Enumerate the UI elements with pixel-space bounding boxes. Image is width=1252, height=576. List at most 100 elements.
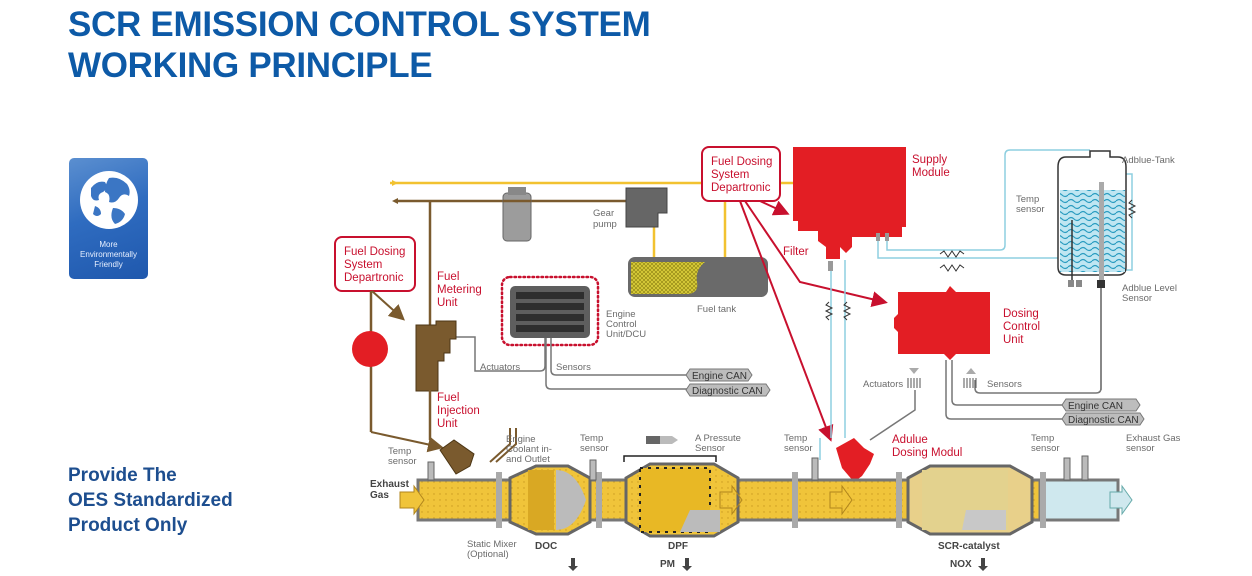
- temp-sensor-label: Temp: [1031, 433, 1054, 444]
- can-label: Engine CAN: [1068, 401, 1123, 412]
- exhaust-pipe: [399, 436, 1133, 538]
- supply-module: Supply Module Filter: [783, 147, 950, 271]
- fuel-metering-label: Unit: [437, 297, 458, 309]
- down-arrow-icon: [682, 558, 692, 571]
- heater-coil-icon: [939, 250, 965, 258]
- heater-coil-icon: [842, 301, 852, 321]
- title-line-1: SCR EMISSION CONTROL SYSTEM: [68, 5, 651, 44]
- tagline-line: Provide The: [68, 465, 177, 486]
- down-arrows: [568, 558, 988, 571]
- sensors-label: Sensors: [987, 379, 1022, 390]
- can-tag-diagnostic-left: Diagnostic CAN: [685, 383, 771, 397]
- can-tag-engine-left: Engine CAN: [685, 368, 753, 382]
- actuators-label: Actuators: [480, 362, 520, 373]
- coolant-label: and Outlet: [506, 454, 550, 465]
- temp-sensor-label: Temp: [784, 433, 807, 444]
- exhaust-sensor-label: sensor: [1126, 443, 1155, 454]
- can-label: Diagnostic CAN: [692, 386, 763, 397]
- heater-coil-icon: [939, 264, 965, 272]
- static-mixer-label: (Optional): [467, 549, 509, 560]
- down-arrow-icon: [568, 558, 578, 571]
- level-sensor-label: Adblue Level: [1122, 283, 1177, 294]
- heater-coil-icon: [1127, 199, 1137, 219]
- callout-text: Fuel Dosing: [344, 246, 405, 258]
- supply-module-label: Supply: [912, 154, 947, 166]
- tagline: Provide The OES Standardized Product Onl…: [68, 463, 233, 538]
- fuel-tank-label: Fuel tank: [697, 304, 736, 315]
- dpf-label: DPF: [668, 541, 688, 552]
- globe-icon: [80, 171, 138, 229]
- coolant-label: Engine: [506, 434, 536, 445]
- can-label: Diagnostic CAN: [1068, 415, 1139, 426]
- title-line-2: WORKING PRINCIPLE: [68, 46, 433, 85]
- callout-text: Departronic: [344, 272, 404, 284]
- fuel-metering-label: Fuel: [437, 271, 459, 283]
- environment-badge: More Environmentally Friendly: [69, 158, 148, 279]
- ecu-wiring: [446, 336, 690, 390]
- dosing-module-label: Adulue: [892, 434, 928, 446]
- fuel-injection-label: Unit: [437, 418, 458, 430]
- pressure-sensor-label: Sensor: [695, 443, 725, 454]
- doc-label: DOC: [535, 541, 557, 552]
- gear-pump-label: Gear: [593, 208, 614, 219]
- exhaust-sensor-label: Exhaust Gas: [1126, 433, 1181, 444]
- exhaust-gas-label: Gas: [370, 490, 389, 501]
- pm-label: PM: [660, 559, 675, 570]
- fuel-metering-label: Metering: [437, 284, 482, 296]
- badge-line: More: [99, 240, 118, 249]
- tagline-line: OES Standardized: [68, 490, 233, 511]
- ecu-label: Engine: [606, 309, 636, 320]
- temp-sensor-label: Temp: [580, 433, 603, 444]
- actuators-label: Actuators: [863, 379, 903, 390]
- temp-sensor-label: sensor: [580, 443, 609, 454]
- can-label: Engine CAN: [692, 371, 747, 382]
- sensor-arrow-icon: [966, 368, 976, 374]
- can-tag-diagnostic-right: Diagnostic CAN: [1061, 412, 1145, 426]
- callout-text: System: [711, 169, 749, 181]
- ecu-label: Unit/DCU: [606, 329, 646, 340]
- adblue-tank: Adblue-Tank Temp sensor Adblue Level Sen…: [1016, 150, 1177, 390]
- exhaust-gas-label: Exhaust: [370, 479, 410, 490]
- scr-label: SCR-catalyst: [938, 541, 1000, 552]
- tagline-line: Product Only: [68, 515, 188, 536]
- sensors-label: Sensors: [556, 362, 591, 373]
- nox-label: NOX: [950, 559, 972, 570]
- temp-sensor-label: Temp: [388, 446, 411, 457]
- badge-line: Friendly: [94, 260, 123, 269]
- down-arrow-icon: [978, 558, 988, 571]
- coolant-label: Coolant in-: [506, 444, 552, 455]
- ecu-label: Control: [606, 319, 637, 330]
- supply-module-label: Module: [912, 167, 950, 179]
- gear-pump: Gear pump: [593, 187, 668, 230]
- fuel-dosing-callout-top: Fuel Dosing System Departronic: [701, 146, 888, 442]
- fuel-injector: [439, 439, 475, 475]
- fuel-filter-canister: [502, 187, 532, 242]
- dcu-wiring: [869, 288, 1102, 441]
- callout-text: Fuel Dosing: [711, 156, 772, 168]
- adblue-tank-label: Adblue-Tank: [1122, 155, 1175, 166]
- dosing-control-unit: Dosing Control Unit: [894, 286, 1040, 360]
- static-mixer-label: Static Mixer: [467, 539, 517, 550]
- page-title: SCR EMISSION CONTROL SYSTEM WORKING PRIN…: [68, 4, 651, 86]
- fuel-injection-label: Injection: [437, 405, 480, 417]
- temp-sensor-label: sensor: [1031, 443, 1060, 454]
- adblue-dosing-module: [836, 438, 874, 482]
- red-indicator: [352, 331, 388, 367]
- engine-control-unit: Engine Control Unit/DCU: [500, 275, 646, 347]
- connector-pins: [907, 378, 977, 388]
- callout-text: System: [344, 259, 382, 271]
- temp-sensor-label: sensor: [784, 443, 813, 454]
- dosing-module-label: Dosing Modul: [892, 447, 962, 459]
- can-tag-engine-right: Engine CAN: [1061, 398, 1141, 412]
- fuel-injection-label: Fuel: [437, 392, 459, 404]
- badge-text: More Environmentally Friendly: [69, 240, 148, 270]
- fuel-tank: Fuel tank: [628, 257, 768, 315]
- gear-pump-label: pump: [593, 219, 617, 230]
- heater-coil-icon: [824, 301, 834, 321]
- level-sensor-label: Sensor: [1122, 293, 1152, 304]
- badge-line: Environmentally: [80, 250, 137, 259]
- temp-sensor-label: sensor: [1016, 204, 1045, 215]
- fuel-metering-unit: Fuel Metering Unit: [415, 271, 482, 392]
- actuator-arrow-icon: [909, 368, 919, 374]
- fuel-dosing-callout-left: Fuel Dosing System Departronic: [334, 236, 416, 321]
